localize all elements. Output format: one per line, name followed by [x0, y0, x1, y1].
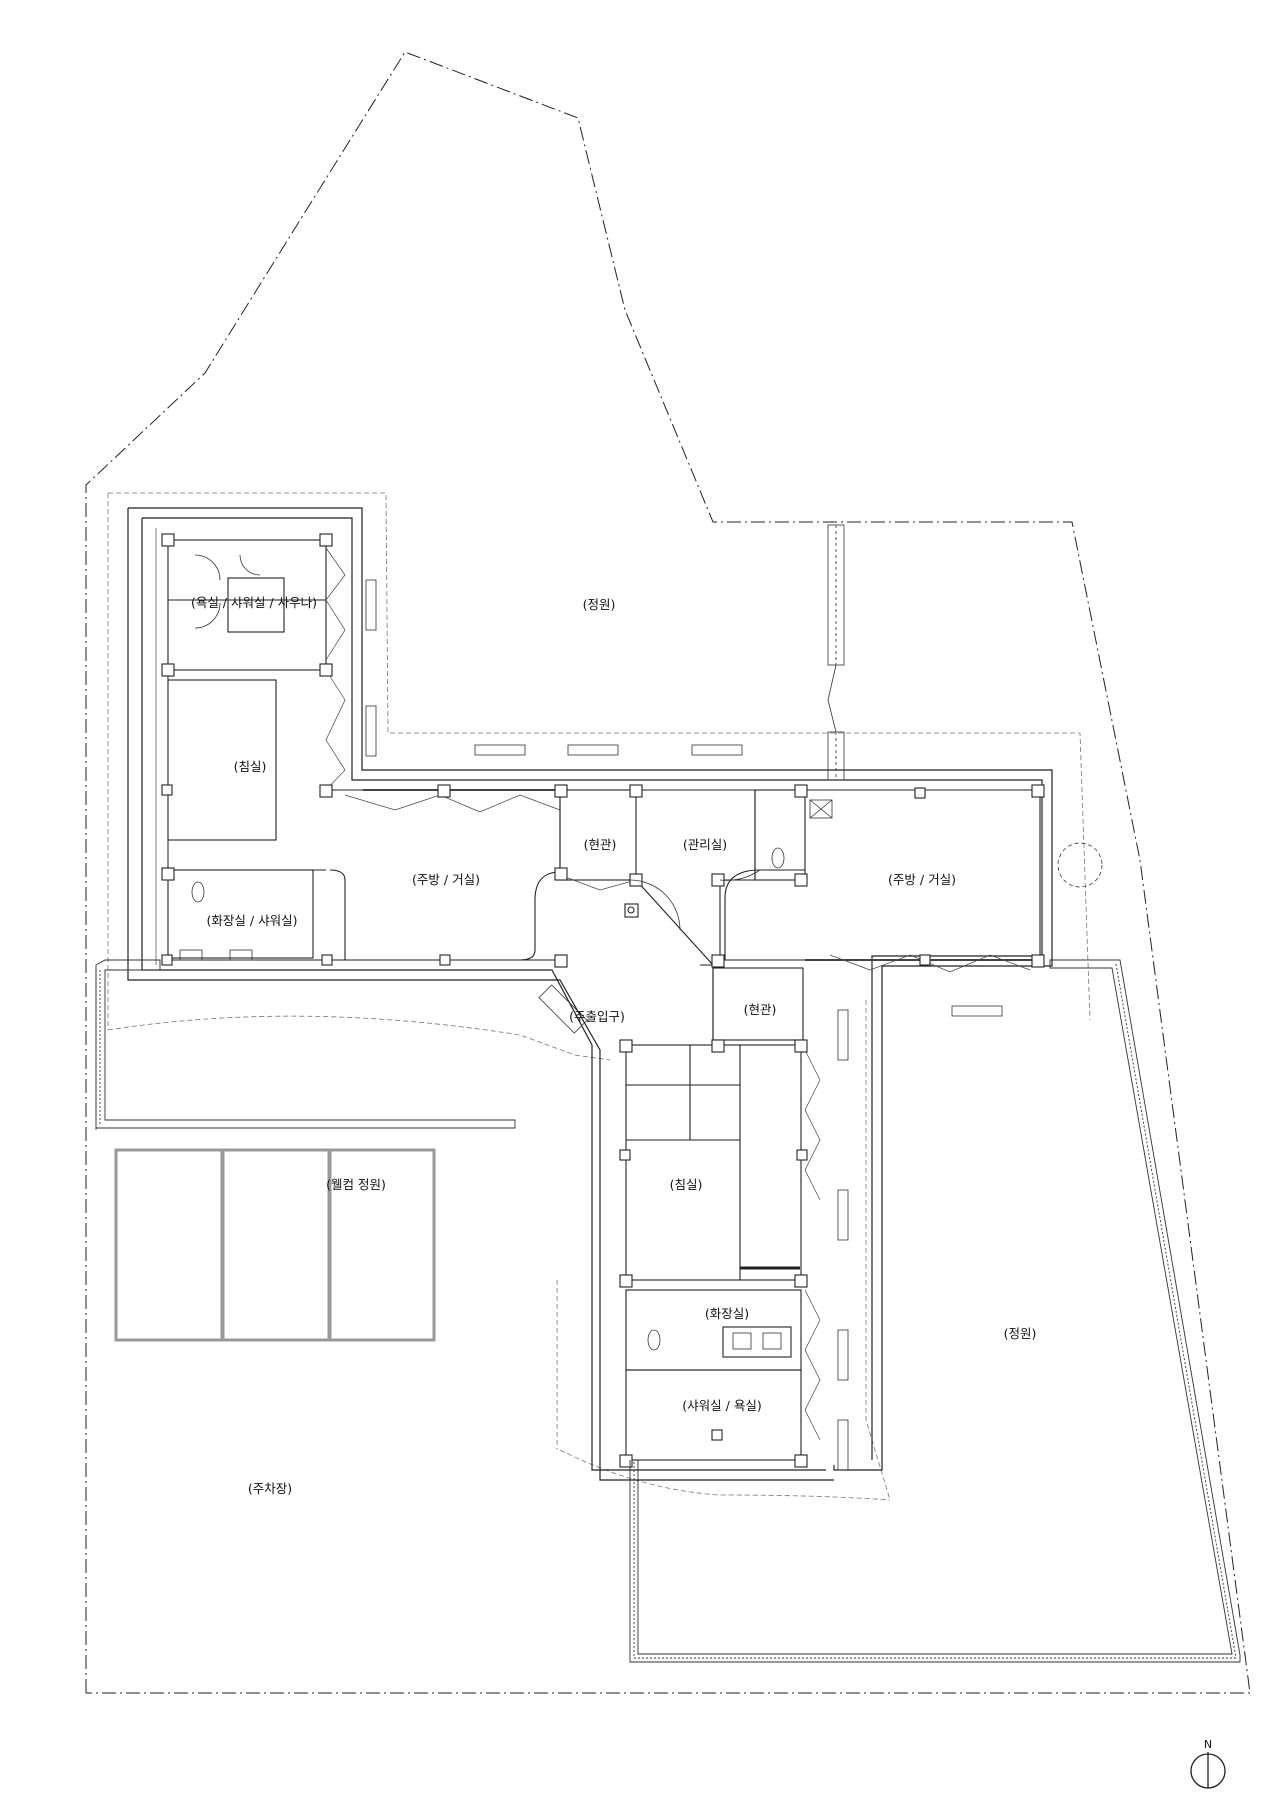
- label-kitchen-living-east: (주방 / 거실): [888, 872, 956, 887]
- label-parking: (주차장): [248, 1481, 292, 1496]
- north-fence: [827, 524, 845, 781]
- north-label: N: [1204, 1738, 1212, 1751]
- wall-niches: [365, 579, 1003, 1471]
- label-welcome-garden: (웰컴 정원): [326, 1177, 386, 1192]
- label-entrance-center: (현관): [744, 1002, 777, 1017]
- label-bedroom-south: (침실): [670, 1177, 703, 1192]
- label-bath-shower-sauna: (욕실 / 샤워실 / 사우나): [191, 595, 317, 610]
- fixtures: [179, 554, 1103, 1351]
- garden-dashed-outlines: [107, 492, 1091, 1501]
- room-partitions: [167, 539, 1041, 1461]
- label-garden-east: (정원): [1004, 1326, 1037, 1341]
- label-entrance-west: (현관): [584, 837, 617, 852]
- site-boundary: [85, 51, 1251, 1694]
- label-management-room: (관리실): [683, 837, 727, 852]
- label-bedroom-west: (침실): [234, 759, 267, 774]
- label-powder-shower-west: (화장실 / 샤워실): [207, 913, 298, 928]
- label-garden-north: (정원): [583, 597, 616, 612]
- label-shower-bath-south: (샤워실 / 욕실): [682, 1398, 761, 1413]
- parking-bays: [114, 1148, 436, 1342]
- room-labels: (정원) (욕실 / 샤워실 / 사우나) (침실) (화장실 / 샤워실) (…: [191, 595, 1036, 1496]
- north-arrow-icon: N: [1190, 1738, 1226, 1789]
- label-kitchen-living-west: (주방 / 거실): [412, 872, 480, 887]
- label-main-entrance: (주출입구): [569, 1009, 625, 1024]
- west-wing-walls: [127, 507, 1053, 1481]
- columns: [161, 533, 1045, 1468]
- garden-walls: [95, 959, 1241, 1663]
- label-powder-room-south: (화장실): [705, 1306, 749, 1321]
